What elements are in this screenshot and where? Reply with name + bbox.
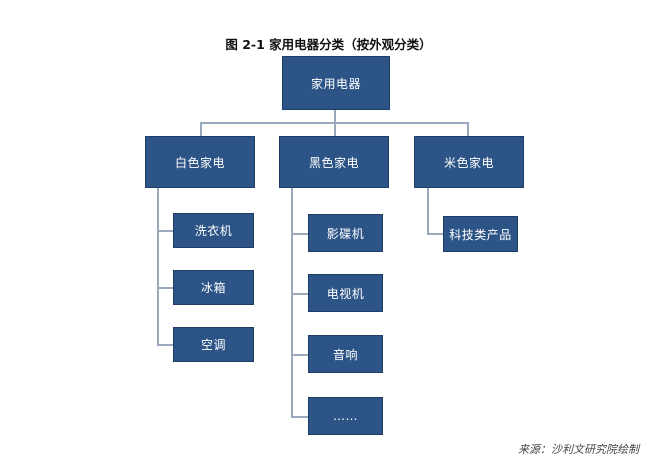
connector-white-3 (157, 344, 173, 346)
connector-to-beige (467, 122, 469, 136)
node-audio: 音响 (308, 335, 383, 373)
node-washing-machine: 洗衣机 (173, 213, 254, 248)
connector-black-1 (291, 233, 308, 235)
connector-black-4 (291, 416, 308, 418)
connector-black-trunk (291, 188, 293, 418)
connector-to-black (334, 122, 336, 136)
node-black-goods: 黑色家电 (279, 136, 389, 188)
figure-title: 图 2-1 家用电器分类（按外观分类） (225, 37, 432, 52)
connector-beige-1 (427, 233, 443, 235)
node-air-conditioner: 空调 (173, 327, 254, 362)
connector-to-white (200, 122, 202, 136)
connector-beige-trunk (427, 188, 429, 235)
connector-black-3 (291, 354, 308, 356)
connector-root-down (334, 110, 336, 123)
node-beige-goods: 米色家电 (414, 136, 524, 188)
node-root: 家用电器 (282, 56, 390, 110)
node-refrigerator: 冰箱 (173, 270, 254, 305)
connector-white-2 (157, 287, 173, 289)
connector-white-1 (157, 230, 173, 232)
node-white-goods: 白色家电 (145, 136, 255, 188)
connector-black-2 (291, 293, 308, 295)
source-note: 来源：沙利文研究院绘制 (518, 443, 639, 456)
node-dvd-player: 影碟机 (308, 214, 383, 252)
node-more: …… (308, 397, 383, 435)
connector-white-trunk (157, 188, 159, 346)
node-tech-products: 科技类产品 (443, 216, 518, 252)
node-television: 电视机 (308, 274, 383, 312)
